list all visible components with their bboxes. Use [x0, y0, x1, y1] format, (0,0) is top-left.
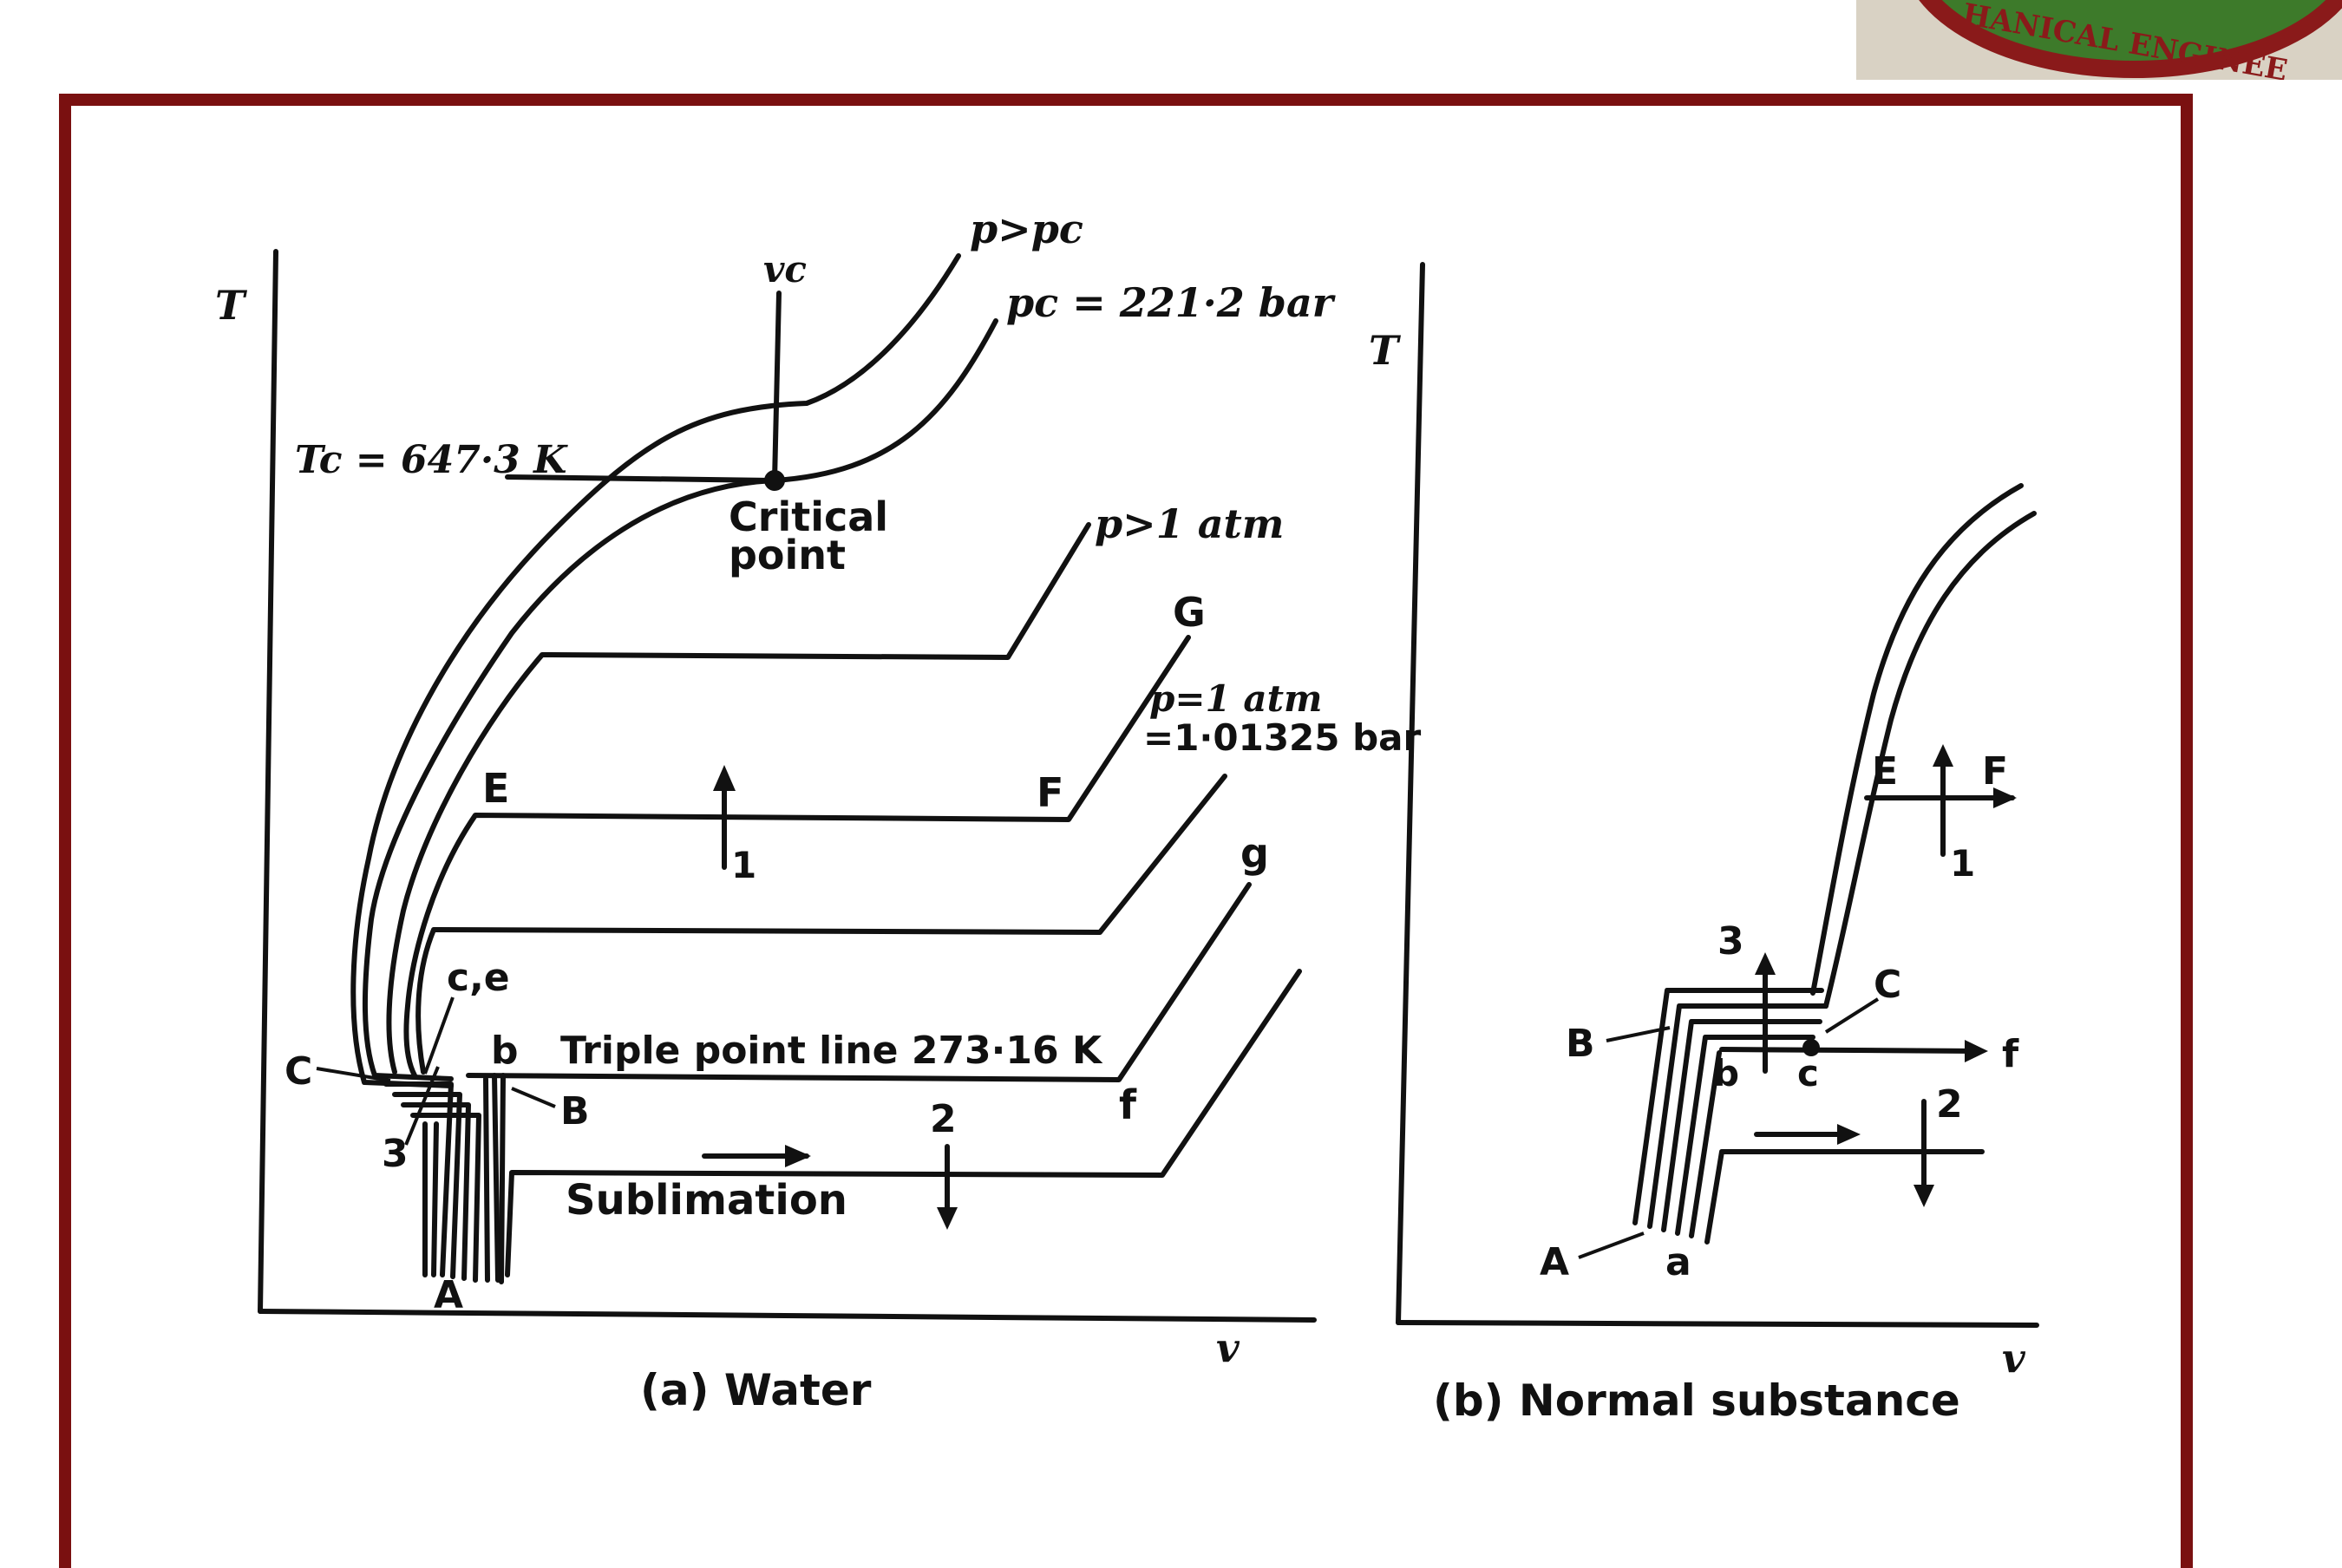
right-isobar-bcf: [1719, 1047, 1980, 1054]
phase-diagram-figure: T v vc Tc = 647·3 K p>pc pc = 221·2 bar …: [215, 206, 2039, 1426]
right-point-A-pointer: [1578, 1232, 1645, 1259]
right-point-F-label: F: [1982, 749, 2008, 794]
critical-point-label-line2: point: [729, 532, 846, 578]
t-axis-line-right: [1396, 262, 1425, 1325]
right-arrow-2-head: [1914, 1185, 1934, 1207]
tc-line: [505, 474, 776, 483]
right-isobar-EF-arrowhead: [1993, 787, 2017, 808]
right-arrow-3-label: 3: [1717, 919, 1744, 964]
t-axis-label-right: T: [1369, 327, 1402, 374]
point-E-label: E: [482, 765, 509, 812]
point-C-pointer: [316, 1067, 391, 1082]
right-curve-upper: [1810, 483, 2024, 996]
right-point-c-label: c: [1797, 1052, 1819, 1094]
right-solid-region-lines: [1632, 988, 1828, 1238]
right-curve-lower: [1823, 511, 2037, 1009]
v-axis-line: [258, 1309, 1317, 1323]
pc-curve: [362, 318, 998, 1081]
v-axis-label: v: [1216, 1324, 1240, 1371]
p-gt-1atm-isobar: [386, 522, 1091, 1075]
right-arrow-3-head: [1755, 952, 1776, 975]
p-1atm-label-line2: =1·01325 bar: [1143, 716, 1422, 759]
right-sublimation-isobar: [1704, 1149, 1985, 1245]
lower-isobar: [415, 774, 1227, 1075]
arrow-2-label: 2: [930, 1097, 957, 1141]
t-axis-line: [258, 249, 278, 1314]
solid-region-lines: [383, 1073, 506, 1284]
point-g-label: g: [1240, 830, 1269, 877]
critical-volume-line: [772, 291, 782, 483]
p-1atm-isobar: [403, 635, 1191, 1078]
v-axis-line-right: [1396, 1320, 2039, 1328]
point-ce-label: c,e: [447, 956, 510, 1000]
sublimation-isobar: [505, 969, 1302, 1277]
pc-label: pc = 221·2 bar: [1006, 279, 1337, 326]
arrow-1-head: [713, 765, 736, 791]
point-B-pointer: [511, 1087, 556, 1108]
p-gt-1atm-label: p>1 atm: [1095, 500, 1284, 547]
p-gt-pc-curve: [350, 253, 961, 1088]
critical-point-dot: [764, 470, 785, 491]
right-point-A-label: A: [1540, 1240, 1569, 1284]
arrow-3-label: 3: [382, 1132, 409, 1176]
arrow-2-head: [937, 1207, 958, 1230]
point-G-label: G: [1173, 589, 1206, 636]
right-point-C-pointer: [1824, 997, 1880, 1034]
right-arrow-1-head: [1933, 744, 1953, 767]
right-arrow-1-label: 1: [1950, 842, 1975, 885]
sublimation-arrowhead: [785, 1145, 811, 1167]
right-point-B-pointer: [1606, 1026, 1671, 1042]
right-point-B-label: B: [1566, 1022, 1595, 1066]
institution-logo: HANICAL ENGINEE: [1856, 0, 2342, 80]
t-axis-label: T: [215, 282, 248, 329]
triple-point-isobar: [466, 882, 1252, 1082]
right-point-a-label: a: [1665, 1240, 1691, 1284]
right-point-b-label: b: [1713, 1052, 1739, 1094]
arrow-1-label: 1: [731, 844, 756, 886]
vc-label: vc: [763, 248, 807, 291]
critical-point-label-line1: Critical: [729, 493, 888, 540]
point-A-label: A: [434, 1273, 463, 1317]
sublimation-label: Sublimation: [566, 1176, 847, 1225]
p-1atm-label-line1: p=1 atm: [1149, 677, 1322, 720]
figure-frame: [59, 94, 2193, 1568]
right-point-C-label: C: [1874, 963, 1901, 1007]
right-point-E-label: E: [1872, 749, 1898, 794]
point-B-label: B: [560, 1089, 590, 1134]
water-caption: (a) Water: [640, 1365, 872, 1415]
right-point-f-label: f: [2002, 1032, 2019, 1076]
p-gt-pc-label: p>pc: [970, 206, 1083, 252]
v-axis-label-right: v: [2002, 1335, 2026, 1382]
arrow-3-line: [404, 1066, 440, 1146]
water-diagram: T v vc Tc = 647·3 K p>pc pc = 221·2 bar …: [215, 206, 1422, 1415]
point-b-label: b: [491, 1029, 519, 1073]
normal-substance-caption: (b) Normal substance: [1433, 1375, 1960, 1426]
right-isobar-bcf-arrowhead: [1965, 1040, 1988, 1062]
normal-substance-diagram: T v E F 1 b c f 3 B: [1369, 262, 2039, 1426]
tc-label: Tc = 647·3 K: [295, 438, 568, 482]
right-point-c-dot: [1802, 1039, 1820, 1056]
right-arrow-2-label: 2: [1936, 1082, 1963, 1127]
point-ce-pointer: [423, 996, 455, 1075]
point-C-label: C: [285, 1049, 312, 1094]
point-f-label: f: [1119, 1081, 1137, 1128]
right-sublimation-arrowhead: [1837, 1124, 1861, 1145]
point-F-label: F: [1037, 769, 1063, 816]
triple-line-label: Triple point line 273·16 K: [560, 1029, 1103, 1073]
